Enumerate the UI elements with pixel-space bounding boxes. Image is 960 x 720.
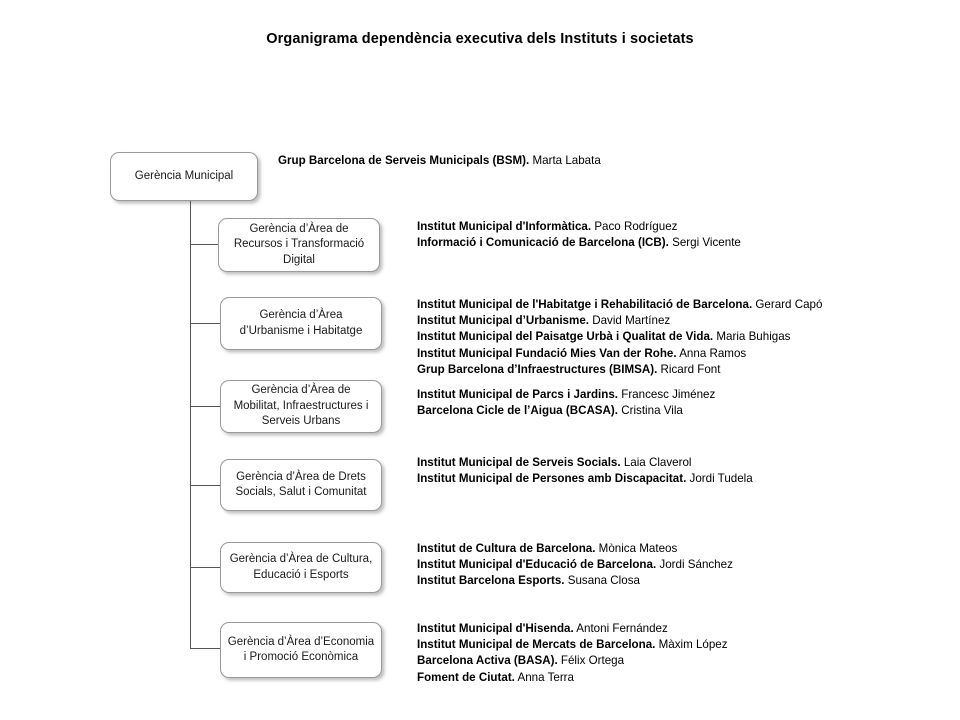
entity-line: Foment de Ciutat. Anna Terra	[417, 670, 728, 686]
connector-branch-1	[190, 244, 218, 245]
entity-org-name: Institut Municipal de Serveis Socials.	[417, 456, 621, 469]
entity-org-name: Barcelona Cicle de l’Aigua (BCASA).	[417, 404, 618, 418]
node-gerencia-recursos-transformacio-digital[interactable]: Gerència d’Àrea de Recursos i Transforma…	[218, 218, 380, 272]
entity-person-name: Jordi Sánchez	[656, 558, 733, 572]
entity-line: Institut Municipal de Serveis Socials. L…	[417, 455, 753, 471]
entity-person-name: Sergi Vicente	[668, 236, 741, 250]
node-gerencia-urbanisme-habitatge[interactable]: Gerència d’Àrea d’Urbanisme i Habitatge	[220, 297, 382, 350]
page-title: Organigrama dependència executiva dels I…	[266, 31, 694, 47]
node-label: Gerència d’Àrea de Drets Socials, Salut …	[235, 470, 367, 499]
entity-line: Grup Barcelona d’Infraestructures (BIMSA…	[417, 362, 822, 378]
entity-org-name: Institut Municipal d'Informàtica.	[417, 220, 592, 233]
node-label: Gerència d’Àrea de Recursos i Transforma…	[233, 222, 365, 266]
node-gerencia-drets-socials[interactable]: Gerència d’Àrea de Drets Socials, Salut …	[220, 459, 382, 511]
entity-org-name: Institut Municipal de l'Habitatge i Reha…	[417, 298, 753, 311]
entity-person-name: Anna Terra	[514, 670, 574, 684]
entity-list-recursos: Institut Municipal d'Informàtica. Paco R…	[417, 219, 741, 251]
entity-person-name: Antoni Fernández	[573, 622, 668, 635]
entity-line: Institut Municipal d’Urbanisme. David Ma…	[417, 313, 822, 329]
connector-branch-3	[190, 406, 220, 407]
connector-branch-4	[190, 485, 220, 486]
entity-list-urbanisme: Institut Municipal de l'Habitatge i Reha…	[417, 297, 822, 378]
entity-person-name: Jordi Tudela	[686, 472, 753, 486]
entity-org-name: Institut Municipal de Mercats de Barcelo…	[417, 638, 656, 652]
entity-org-name: Grup Barcelona de Serveis Municipals (BS…	[278, 154, 530, 167]
node-label: Gerència d’Àrea d’Economia i Promoció Ec…	[227, 635, 375, 664]
entity-line: Institut Municipal de Persones amb Disca…	[417, 471, 753, 487]
entity-org-name: Institut Municipal del Paisatge Urbà i Q…	[417, 330, 714, 344]
entity-list-root: Grup Barcelona de Serveis Municipals (BS…	[278, 153, 601, 169]
entity-person-name: Laia Claverol	[620, 456, 692, 469]
entity-line: Institut de Cultura de Barcelona. Mònica…	[417, 541, 733, 557]
node-label: Gerència d’Àrea de Mobilitat, Infraestru…	[233, 384, 369, 428]
node-gerencia-municipal[interactable]: Gerència Municipal	[110, 152, 258, 201]
node-label: Gerència Municipal	[134, 169, 234, 182]
entity-org-name: Grup Barcelona d’Infraestructures (BIMSA…	[417, 362, 658, 376]
node-label: Gerència d’Àrea de Cultura, Educació i E…	[229, 553, 373, 581]
entity-org-name: Institut de Cultura de Barcelona.	[417, 542, 596, 555]
connector-branch-6	[190, 648, 220, 649]
node-gerencia-economia-promocio[interactable]: Gerència d’Àrea d’Economia i Promoció Ec…	[220, 622, 382, 678]
node-label: Gerència d’Àrea d’Urbanisme i Habitatge	[239, 309, 363, 337]
entity-person-name: David Martínez	[589, 314, 671, 328]
connector-branch-5	[190, 567, 220, 568]
entity-line: Institut Municipal del Paisatge Urbà i Q…	[417, 329, 822, 345]
entity-line: Barcelona Activa (BASA). Félix Ortega	[417, 653, 728, 669]
entity-person-name: Susana Closa	[564, 574, 640, 588]
connector-trunk	[190, 201, 191, 648]
entity-org-name: Institut Barcelona Esports.	[417, 574, 565, 588]
entity-list-drets-socials: Institut Municipal de Serveis Socials. L…	[417, 455, 753, 487]
entity-person-name: Ricard Font	[657, 362, 721, 376]
entity-person-name: Paco Rodríguez	[591, 220, 678, 233]
entity-org-name: Informació i Comunicació de Barcelona (I…	[417, 236, 669, 250]
entity-person-name: Mònica Mateos	[595, 542, 678, 555]
entity-person-name: Maria Buhigas	[713, 330, 791, 344]
entity-org-name: Institut Municipal d’Urbanisme.	[417, 314, 589, 328]
entity-person-name: Francesc Jiménez	[618, 388, 716, 401]
entity-person-name: Marta Labata	[529, 154, 601, 167]
entity-line: Institut Municipal d'Educació de Barcelo…	[417, 557, 733, 573]
entity-org-name: Institut Municipal Fundació Mies Van der…	[417, 346, 677, 360]
entity-list-cultura: Institut de Cultura de Barcelona. Mònica…	[417, 541, 733, 590]
node-gerencia-mobilitat-infraestructures[interactable]: Gerència d’Àrea de Mobilitat, Infraestru…	[220, 380, 382, 433]
entity-line: Institut Municipal de Parcs i Jardins. F…	[417, 387, 715, 403]
entity-line: Institut Municipal de l'Habitatge i Reha…	[417, 297, 822, 313]
entity-person-name: Anna Ramos	[676, 346, 747, 360]
entity-line: Institut Municipal de Mercats de Barcelo…	[417, 637, 728, 653]
entity-person-name: Félix Ortega	[557, 654, 625, 668]
entity-line: Barcelona Cicle de l’Aigua (BCASA). Cris…	[417, 403, 715, 419]
entity-list-mobilitat: Institut Municipal de Parcs i Jardins. F…	[417, 387, 715, 419]
entity-line: Institut Municipal d'Hisenda. Antoni Fer…	[417, 621, 728, 637]
entity-person-name: Gerard Capó	[752, 298, 823, 311]
entity-line: Institut Municipal d'Informàtica. Paco R…	[417, 219, 741, 235]
entity-person-name: Màxim López	[655, 638, 728, 652]
entity-line: Grup Barcelona de Serveis Municipals (BS…	[278, 153, 601, 169]
entity-org-name: Institut Municipal d'Educació de Barcelo…	[417, 558, 657, 572]
connector-branch-2	[190, 323, 220, 324]
entity-org-name: Institut Municipal de Persones amb Disca…	[417, 472, 687, 486]
node-gerencia-cultura-educacio-esports[interactable]: Gerència d’Àrea de Cultura, Educació i E…	[220, 542, 382, 593]
entity-org-name: Institut Municipal de Parcs i Jardins.	[417, 388, 619, 401]
entity-line: Institut Barcelona Esports. Susana Closa	[417, 573, 733, 589]
entity-person-name: Cristina Vila	[618, 404, 683, 418]
entity-list-economia: Institut Municipal d'Hisenda. Antoni Fer…	[417, 621, 728, 686]
entity-org-name: Foment de Ciutat.	[417, 670, 515, 684]
entity-line: Informació i Comunicació de Barcelona (I…	[417, 235, 741, 251]
entity-line: Institut Municipal Fundació Mies Van der…	[417, 346, 822, 362]
entity-org-name: Barcelona Activa (BASA).	[417, 654, 558, 668]
entity-org-name: Institut Municipal d'Hisenda.	[417, 622, 574, 635]
